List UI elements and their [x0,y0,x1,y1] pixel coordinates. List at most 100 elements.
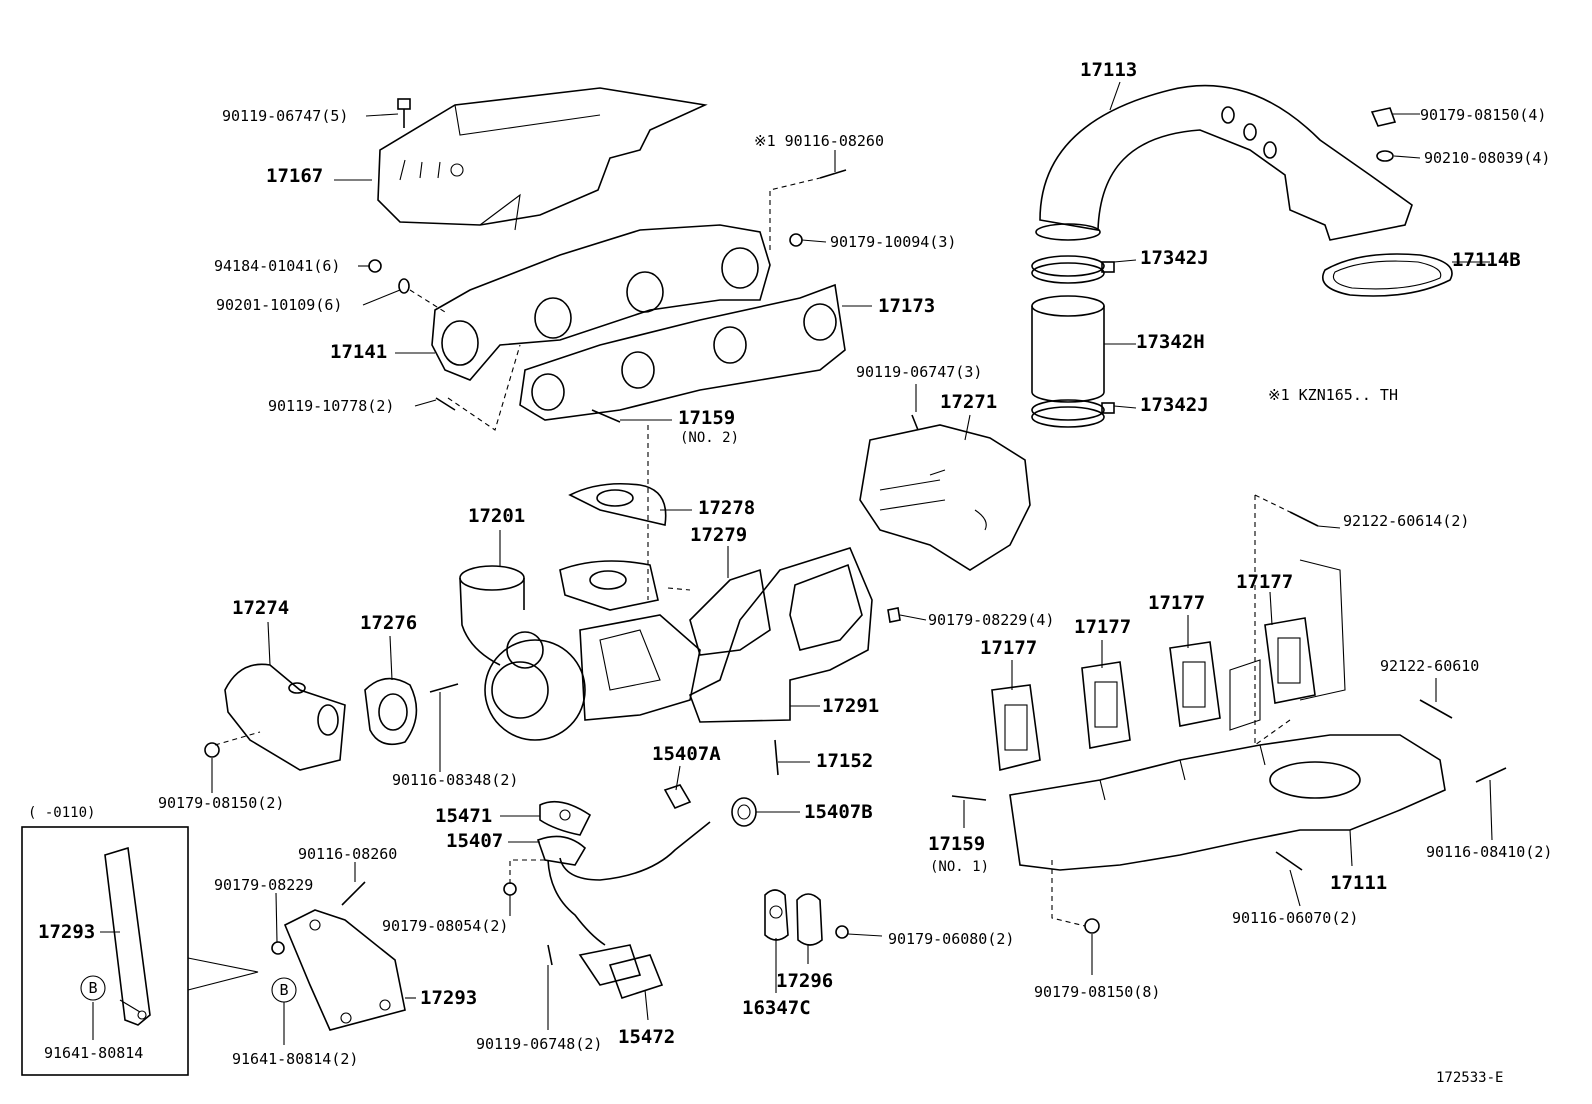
nut-90179-10094 [789,233,803,247]
bracket-17293-main [283,909,406,1031]
label-17177-d: 17177 [1236,571,1293,593]
leader-lines [92,81,1493,1045]
label-15471: 15471 [435,805,492,827]
label-17159-no1: 17159 [928,833,985,855]
label-90179-08150-8: 90179-08150(8) [1034,983,1160,1001]
stud-90116-08260-top [819,169,847,179]
label-17278: 17278 [698,497,755,519]
gasket-17177-c [1169,641,1221,727]
label-90116-08260-note: ※1 90116-08260 [754,132,884,150]
label-no2: (NO. 2) [680,430,739,446]
label-17141: 17141 [330,341,387,363]
label-16347c: 16347C [742,997,811,1019]
label-15407: 15407 [446,830,503,852]
figure-code: 172533-E [1436,1070,1503,1086]
label-17342h: 17342H [1136,331,1205,353]
label-90119-06747-5: 90119-06747(5) [222,107,348,125]
plate-17296 [796,893,823,946]
label-17293-main: 17293 [420,987,477,1009]
nut-90179-08229-small [271,941,285,955]
turbocharger-17201 [459,565,701,741]
label-90179-08229: 90179-08229 [214,876,313,894]
label-17177-b: 17177 [1074,616,1131,638]
gasket-17114b [1322,253,1453,297]
label-91641-80814-2: 91641-80814(2) [232,1050,358,1068]
union-15407a [663,784,692,810]
label-90179-08150-2: 90179-08150(2) [158,794,284,812]
stud-17159-no1 [951,795,987,801]
gasket-15471 [539,800,592,836]
stud-92122-60614 [1289,511,1319,527]
label-17114b: 17114B [1452,249,1521,271]
part-labels: 90119-06747(5) 17167 ※1 90116-08260 9017… [28,59,1552,1086]
label-90201-10109: 90201-10109(6) [216,296,342,314]
fitting-15407b [731,797,757,827]
label-17293-inset: 17293 [38,921,95,943]
label-17173: 17173 [878,295,935,317]
nut-90179-08150-left [204,742,220,758]
label-17342j-lower: 17342J [1140,394,1209,416]
hose-17342h [1031,295,1105,403]
label-90116-08260: 90116-08260 [298,845,397,863]
label-17274: 17274 [232,597,289,619]
nut-90179-08150-bottom [1084,918,1100,934]
stud-90116-08410 [1475,767,1507,783]
circle-marker-b-main: B [271,977,297,1003]
gasket-17177-a [991,684,1041,772]
label-90119-06748: 90119-06748(2) [476,1035,602,1053]
label-17279: 17279 [690,524,747,546]
label-17342j-upper: 17342J [1140,247,1209,269]
dashed-guides [214,177,1291,927]
label-92122-60614: 92122-60614(2) [1343,512,1469,530]
label-90210-08039: 90210-08039(4) [1424,149,1550,167]
nut-94184-01041 [368,259,382,273]
exhaust-manifold-17141 [431,224,771,381]
elbow-17274 [224,663,346,771]
nut-90179-08054 [503,882,517,896]
stud-90116-08348 [429,683,459,693]
label-17296: 17296 [776,970,833,992]
circle-marker-b-inset: B [80,975,106,1001]
label-note-kzn165: ※1 KZN165.. TH [1268,386,1398,404]
nut-90179-06080 [835,925,849,939]
gasket-17279 [559,560,659,611]
label-no1: (NO. 1) [930,859,989,875]
label-17271: 17271 [940,391,997,413]
label-90116-08348: 90116-08348(2) [392,771,518,789]
label-17113: 17113 [1080,59,1137,81]
label-15407a: 15407A [652,743,721,765]
label-17276: 17276 [360,612,417,634]
label-90116-08410: 90116-08410(2) [1426,843,1552,861]
stud-90116-06070 [1275,851,1303,871]
stud-17159-no2 [591,409,621,423]
label-17152: 17152 [816,750,873,772]
label-17159-no2: 17159 [678,407,735,429]
label-17201: 17201 [468,505,525,527]
label-15407b: 15407B [804,801,873,823]
exhaust-elbow-17291 [689,547,873,723]
label-90179-08054: 90179-08054(2) [382,917,508,935]
nut-90179-08150-top [1370,107,1397,127]
intake-manifold-17111 [1009,559,1446,871]
label-17167: 17167 [266,165,323,187]
intake-pipe-17113 [1035,84,1413,241]
label-90119-06747-3: 90119-06747(3) [856,363,982,381]
heat-insulator-17167 [377,87,708,231]
label-90116-06070: 90116-06070(2) [1232,909,1358,927]
washer-90201-10109 [398,278,410,294]
gasket-15472 [608,954,664,999]
label-90179-06080: 90179-06080(2) [888,930,1014,948]
gasket-16347c [764,889,789,941]
gasket-17177-b [1081,661,1131,749]
bolt-90119-06748 [547,944,553,966]
inset-frame [21,826,259,1076]
stud-92122-60610 [1419,699,1453,719]
label-17177-c: 17177 [1148,592,1205,614]
label-90179-10094: 90179-10094(3) [830,233,956,251]
heat-insulator-17271 [859,424,1031,571]
bolt-90119-10778 [435,397,456,411]
stud-17152 [774,739,779,776]
label-17111: 17111 [1330,872,1387,894]
